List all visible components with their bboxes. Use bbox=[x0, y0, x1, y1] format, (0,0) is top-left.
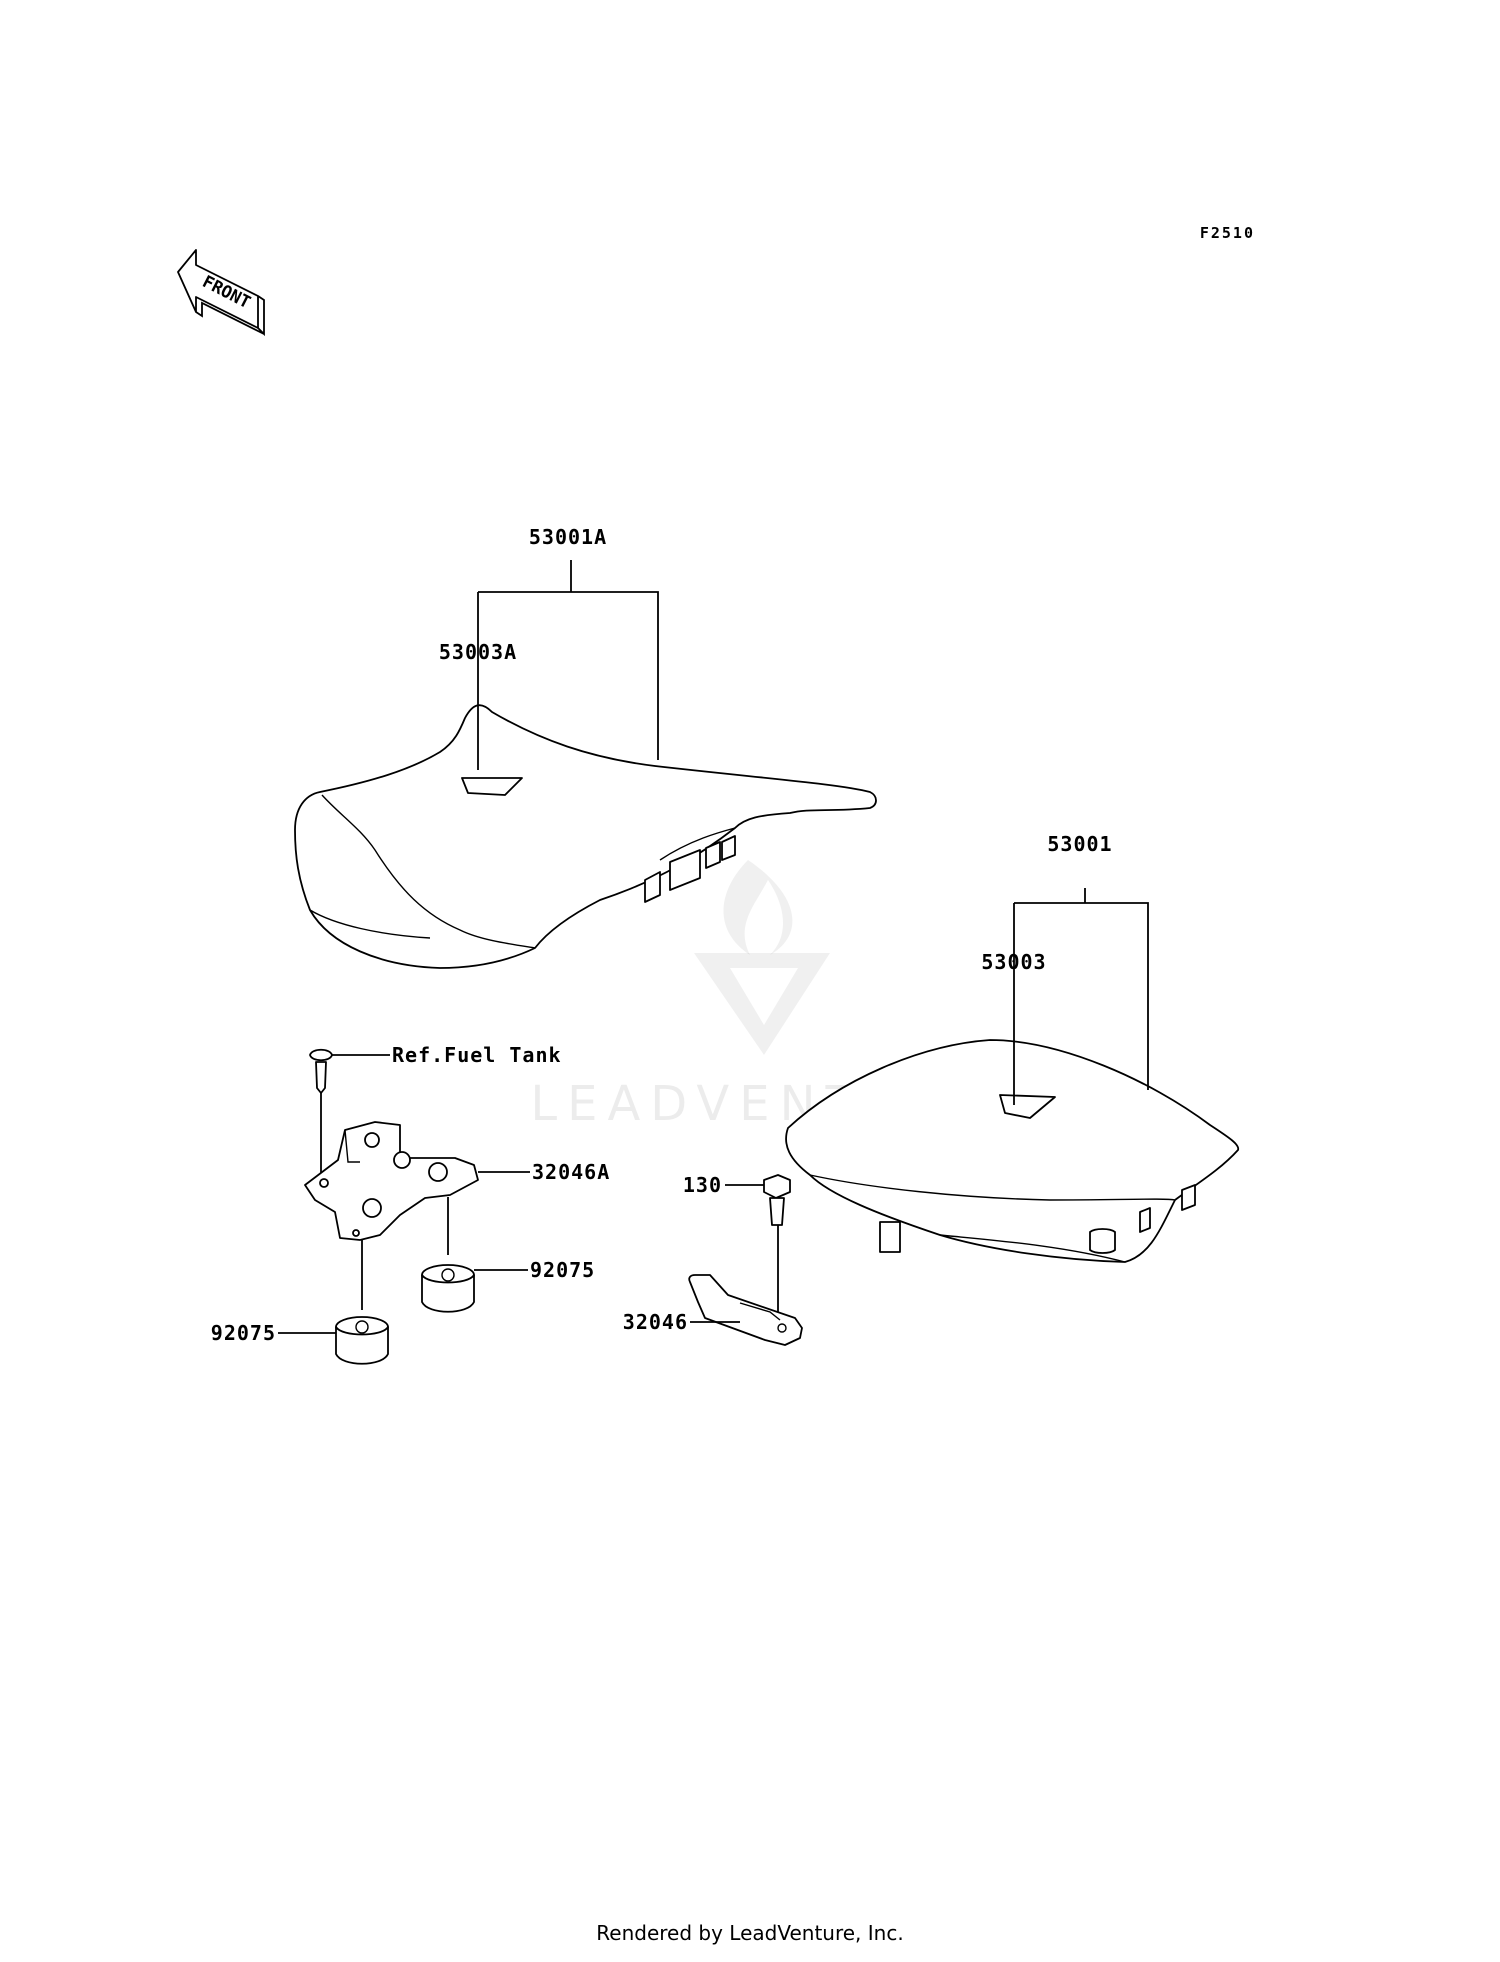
label-53001a: 53001A bbox=[529, 525, 607, 549]
bracket-32046 bbox=[688, 1174, 803, 1346]
bracket-32046a bbox=[304, 1048, 479, 1365]
front-seat bbox=[294, 704, 877, 969]
label-130: 130 bbox=[683, 1173, 722, 1197]
rear-seat bbox=[785, 1039, 1240, 1263]
footer-credit: Rendered by LeadVenture, Inc. bbox=[596, 1921, 904, 1945]
label-53003: 53003 bbox=[981, 950, 1046, 974]
front-arrow-icon: FRONT bbox=[177, 249, 265, 337]
label-32046a: 32046A bbox=[532, 1160, 610, 1184]
label-32046: 32046 bbox=[623, 1310, 688, 1334]
label-92075-right: 92075 bbox=[530, 1258, 595, 1282]
leader-lines bbox=[278, 560, 1149, 1334]
label-ref-fuel-tank: Ref.Fuel Tank bbox=[392, 1043, 562, 1067]
label-53003a: 53003A bbox=[439, 640, 517, 664]
label-92075-left: 92075 bbox=[211, 1321, 276, 1345]
figure-code: F2510 bbox=[1200, 224, 1255, 242]
label-53001: 53001 bbox=[1047, 832, 1112, 856]
